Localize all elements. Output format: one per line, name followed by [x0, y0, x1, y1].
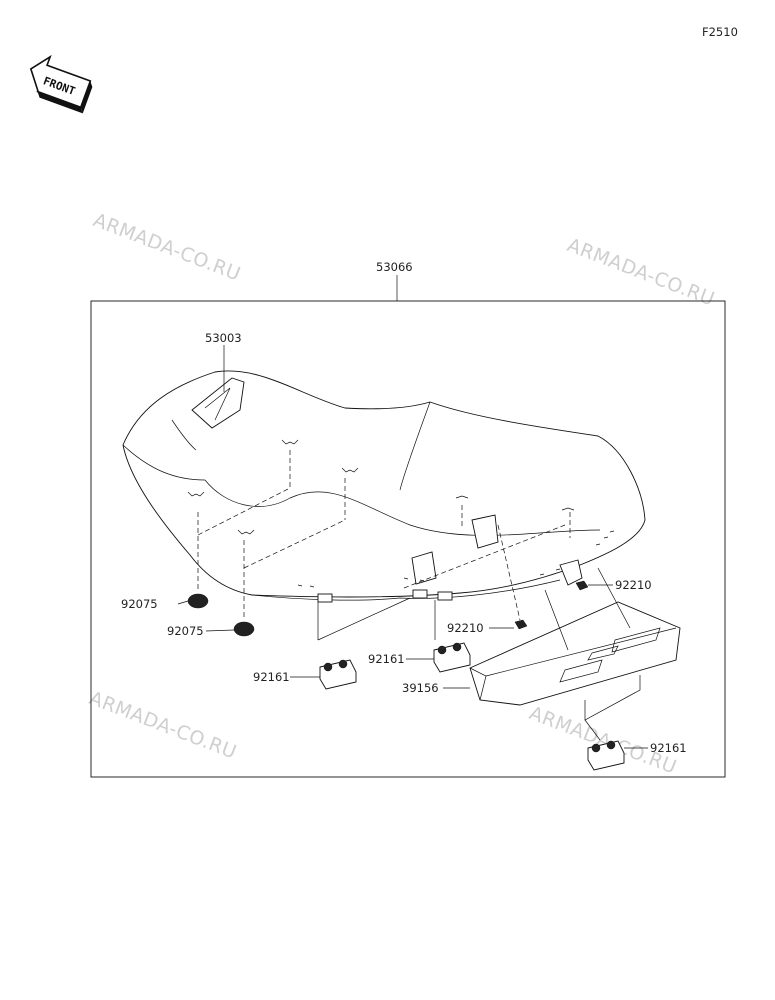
seat-shape	[122, 370, 646, 603]
label-39156: 39156	[402, 681, 439, 695]
watermark: ARMADA-CO.RU	[564, 234, 717, 310]
label-92075-b: 92075	[167, 624, 204, 638]
watermark: ARMADA-CO.RU	[90, 209, 243, 285]
label-92161-left: 92161	[253, 670, 290, 684]
fastener-symbols	[187, 439, 575, 535]
label-92161-center: 92161	[368, 652, 405, 666]
nut-part	[514, 580, 589, 630]
label-53003: 53003	[205, 331, 242, 345]
label-53066: 53066	[376, 260, 413, 274]
label-92210-rear: 92210	[615, 578, 652, 592]
label-92210-center: 92210	[447, 621, 484, 635]
watermark: ARMADA-CO.RU	[86, 687, 239, 763]
label-92161-right: 92161	[650, 741, 687, 755]
figure-code: F2510	[702, 25, 738, 39]
clip-part	[319, 642, 625, 771]
assembly-frame	[90, 300, 726, 778]
label-92075-a: 92075	[121, 597, 158, 611]
dashed-guides	[197, 450, 641, 741]
cover-39156	[469, 601, 681, 706]
damper-part	[187, 593, 255, 637]
front-arrow-icon: FRONT	[29, 54, 93, 114]
